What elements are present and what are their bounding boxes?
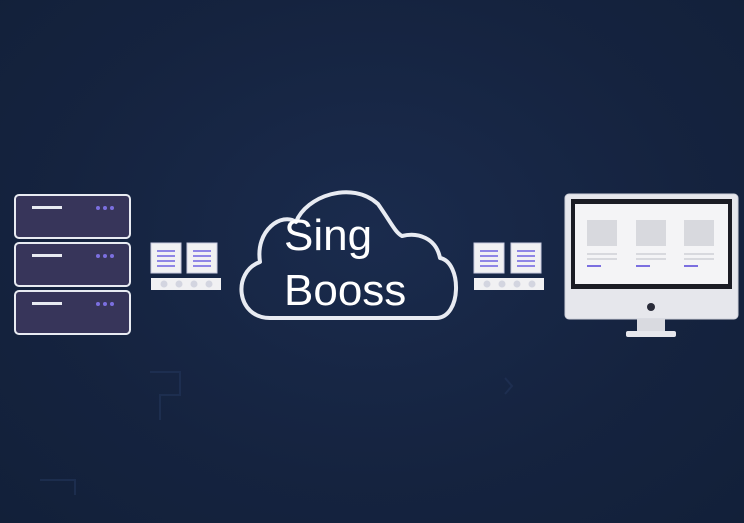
server-unit xyxy=(14,194,131,239)
screen-card xyxy=(684,220,714,267)
cloud-label-line1: Sing xyxy=(284,211,372,260)
document-stack-icon xyxy=(150,242,221,290)
screen-card xyxy=(587,220,617,267)
document-stack-icon xyxy=(473,242,544,290)
screen-card xyxy=(636,220,666,267)
cloud-icon: Sing Booss xyxy=(239,190,458,320)
desktop-monitor-icon xyxy=(564,193,739,337)
background-decoration xyxy=(40,371,514,495)
server-unit xyxy=(14,290,131,335)
server-rack-icon xyxy=(14,194,131,335)
server-unit xyxy=(14,242,131,287)
cloud-label-line2: Booss xyxy=(284,266,406,315)
